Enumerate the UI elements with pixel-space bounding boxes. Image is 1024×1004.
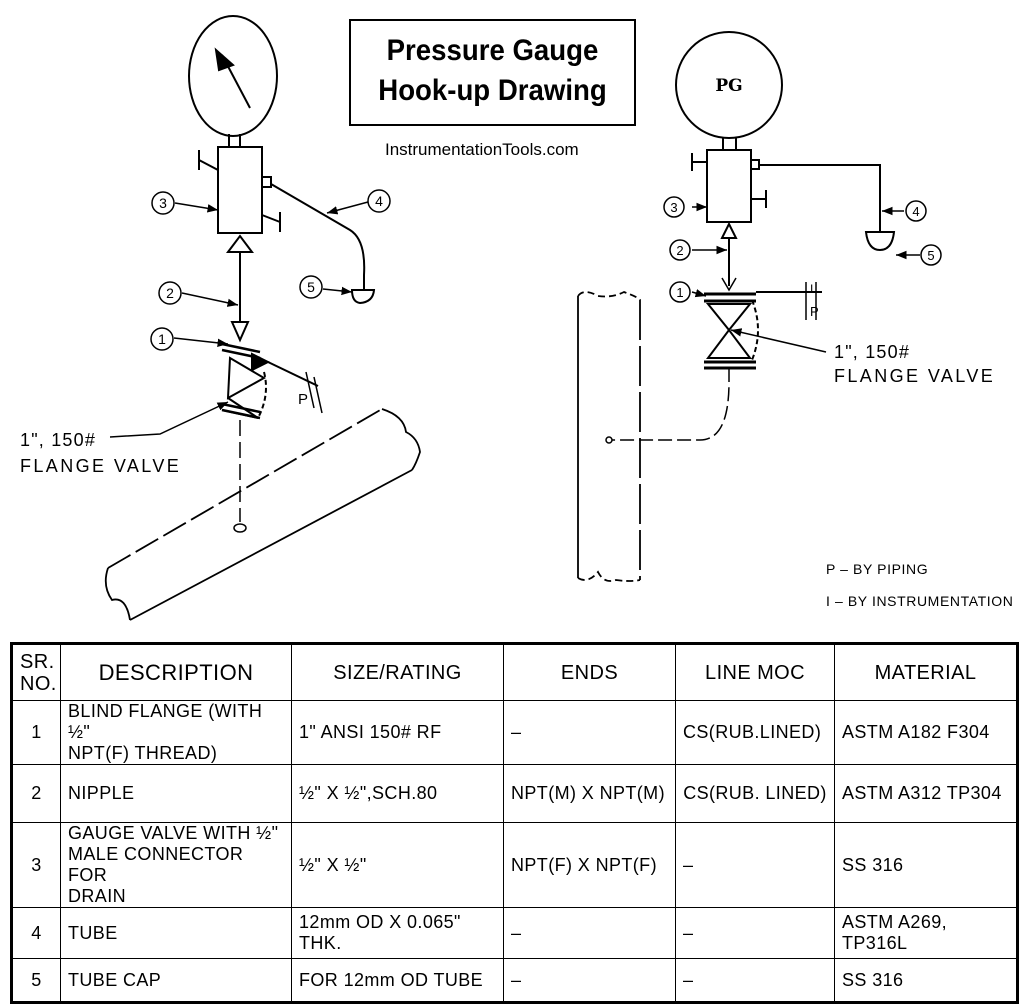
right-tube (759, 164, 881, 232)
right-tube-cap (864, 231, 896, 252)
left-callout-4: 4 (375, 193, 383, 209)
left-tube-cap (350, 289, 376, 305)
table-row: 3 GAUGE VALVE WITH ½" MALE CONNECTOR FOR… (11, 822, 1018, 908)
header-ends: ENDS (503, 643, 676, 701)
legend-piping: P – BY PIPING (826, 561, 929, 577)
left-pressure-gauge (188, 15, 278, 147)
left-callout-2: 2 (166, 285, 174, 301)
cell-sr-no: 4 (11, 907, 61, 959)
left-callout-3: 3 (159, 195, 167, 211)
cell-size-rating: ½" X ½",SCH.80 (291, 764, 504, 823)
right-process-pipe (577, 291, 641, 582)
left-callout-numbers: 3 2 1 4 5 (158, 193, 383, 347)
right-flange-note-line2: FLANGE VALVE (834, 366, 995, 386)
left-scope-p: P (298, 391, 308, 408)
cell-size-rating: 1" ANSI 150# RF (291, 700, 504, 765)
title-line-2: Hook-up Drawing (378, 74, 607, 107)
cell-description: GAUGE VALVE WITH ½" MALE CONNECTOR FOR D… (60, 822, 292, 908)
left-gauge-valve (198, 146, 281, 253)
right-callout-4: 4 (912, 204, 919, 219)
cell-material: ASTM A182 F304 (834, 700, 1018, 765)
cell-line-moc: CS(RUB.LINED) (675, 700, 835, 765)
title-line-1: Pressure Gauge (386, 34, 599, 67)
hookup-drawing: 3 2 1 4 5 P 1", 150# FLANGE VALVE (20, 15, 995, 621)
header-description: DESCRIPTION (60, 643, 292, 701)
right-flange-valve (704, 282, 822, 370)
cell-size-rating: 12mm OD X 0.065" THK. (291, 907, 504, 959)
right-callout-numbers: 3 2 1 4 5 (670, 200, 934, 300)
cell-sr-no: 3 (11, 822, 61, 908)
cell-line-moc: – (675, 822, 835, 908)
right-scope-p: P (810, 304, 819, 319)
bill-of-materials: SR. NO. DESCRIPTION SIZE/RATING ENDS LIN… (10, 642, 1019, 1004)
left-callout-5: 5 (307, 279, 315, 295)
cell-description: NIPPLE (60, 764, 292, 823)
left-hookup (104, 15, 421, 621)
right-callout-1: 1 (676, 285, 683, 300)
left-flange-note-line1: 1", 150# (20, 430, 96, 450)
right-callout-3: 3 (670, 200, 677, 215)
header-line-moc: LINE MOC (675, 643, 835, 701)
left-tube (270, 183, 366, 290)
legend-instrumentation: I – BY INSTRUMENTATION (826, 593, 1014, 609)
left-callout-1: 1 (158, 331, 166, 347)
right-gauge-valve (691, 149, 767, 239)
table-row: 2 NIPPLE ½" X ½",SCH.80 NPT(M) X NPT(M) … (11, 764, 1018, 823)
header-size-rating: SIZE/RATING (291, 643, 504, 701)
header-sr-no: SR. NO. (11, 643, 61, 701)
cell-line-moc: – (675, 907, 835, 959)
cell-material: ASTM A312 TP304 (834, 764, 1018, 823)
left-flange-valve (221, 342, 323, 420)
right-scope-i: I (810, 282, 813, 296)
cell-ends: NPT(F) X NPT(F) (503, 822, 676, 908)
cell-sr-no: 2 (11, 764, 61, 823)
cell-ends: NPT(M) X NPT(M) (503, 764, 676, 823)
cell-material: ASTM A269, TP316L (834, 907, 1018, 959)
left-process-pipe (104, 408, 421, 621)
header-material: MATERIAL (834, 643, 1018, 701)
drawing-title: Pressure Gauge Hook-up Drawing (349, 19, 636, 126)
right-callout-2: 2 (676, 243, 683, 258)
cell-size-rating: ½" X ½" (291, 822, 504, 908)
right-flange-note-line1: 1", 150# (834, 342, 910, 362)
right-gauge-label: PG (715, 76, 742, 96)
cell-material: SS 316 (834, 822, 1018, 908)
cell-ends: – (503, 700, 676, 765)
cell-description: TUBE (60, 907, 292, 959)
site-credit: InstrumentationTools.com (385, 140, 579, 159)
cell-sr-no: 1 (11, 700, 61, 765)
right-hookup (577, 31, 942, 582)
cell-ends: – (503, 907, 676, 959)
table-row: 4 TUBE 12mm OD X 0.065" THK. – – ASTM A2… (11, 907, 1018, 959)
table-header-row: SR. NO. DESCRIPTION SIZE/RATING ENDS LIN… (11, 643, 1018, 701)
cell-line-moc: CS(RUB. LINED) (675, 764, 835, 823)
cell-description: BLIND FLANGE (WITH ½" NPT(F) THREAD) (60, 700, 292, 765)
table-row: 1 BLIND FLANGE (WITH ½" NPT(F) THREAD) 1… (11, 700, 1018, 765)
right-callout-5: 5 (927, 248, 934, 263)
right-pressure-gauge (675, 31, 783, 150)
left-flange-note-line2: FLANGE VALVE (20, 456, 181, 476)
